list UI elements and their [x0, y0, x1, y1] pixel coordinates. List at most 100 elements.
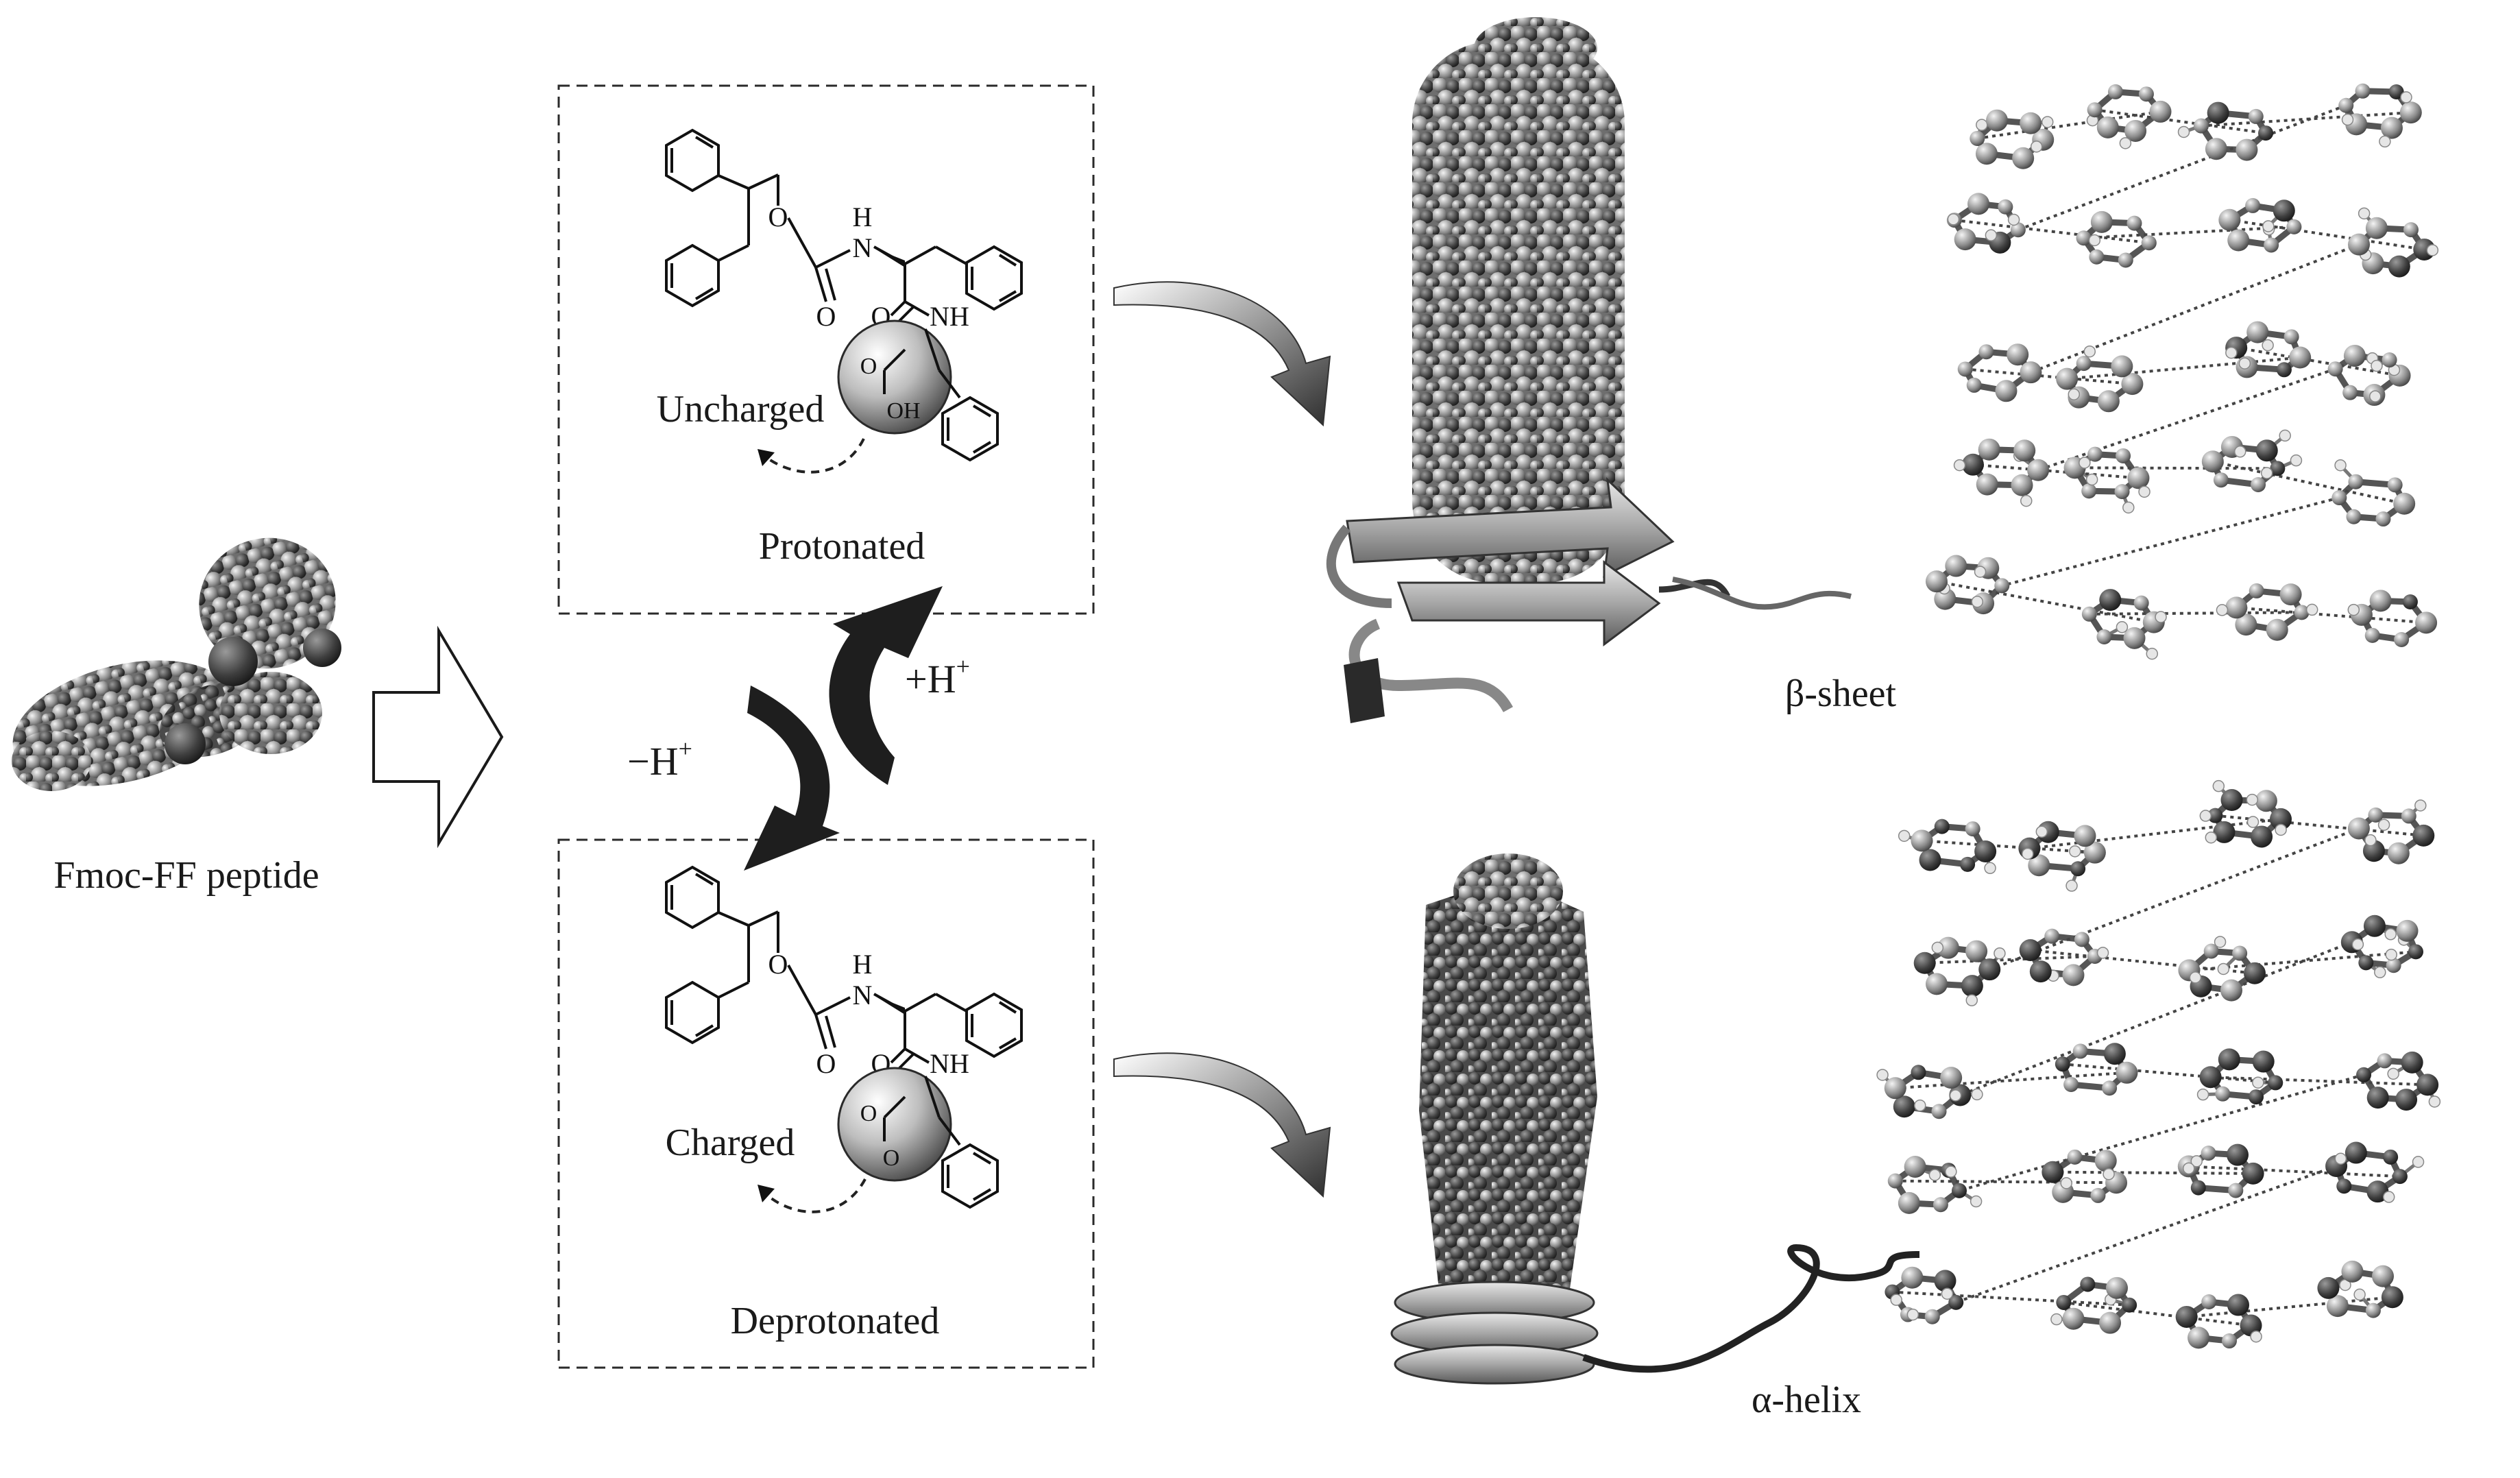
hydrogen-bond-line — [2066, 356, 2301, 380]
hydrogen-atom-sphere — [2177, 125, 2190, 138]
atom-sphere — [2246, 321, 2269, 343]
minus-h-label: −H+ — [627, 735, 692, 784]
hydrogen-atom-sphere — [1876, 1069, 1889, 1081]
hydrogen-bond-line — [2188, 1165, 2401, 1178]
hydrogen-atom-sphere — [2426, 244, 2439, 256]
hydrogen-atom-sphere — [2353, 1288, 2366, 1301]
atom-sphere — [2381, 1286, 2403, 1309]
atom-sphere — [2118, 252, 2133, 268]
deprotonated-structure — [665, 865, 1023, 1069]
hydrogen-atom-sphere — [2079, 457, 2091, 469]
hydrogen-atom-sphere — [2103, 1168, 2115, 1180]
hydrogen-atom-sphere — [2216, 604, 2229, 616]
atom-sphere — [1954, 228, 1976, 251]
hydrogen-atom-sphere — [2199, 810, 2212, 822]
atom-sphere — [1960, 856, 1976, 872]
atom-sphere — [2371, 1265, 2394, 1287]
carboxyl-bonds — [883, 328, 999, 462]
atom-sphere — [2366, 1087, 2389, 1109]
atom-h: H — [853, 949, 873, 980]
atom-sphere — [2377, 1053, 2392, 1069]
hydrogen-atom-sphere — [2233, 446, 2246, 458]
hydrogen-atom-sphere — [2190, 1155, 2203, 1167]
hydrogen-atom-sphere — [2214, 936, 2227, 948]
atom-sphere — [2416, 1074, 2439, 1096]
hydrogen-bond-line — [2236, 346, 2400, 377]
atom-sphere — [2121, 373, 2144, 396]
atom-sphere — [2116, 448, 2131, 463]
atom-sphere — [2236, 138, 2258, 161]
atom-sphere — [2083, 841, 2106, 864]
plus-h-label: +H+ — [905, 653, 970, 701]
atom-sphere — [2010, 222, 2026, 238]
hydrogen-atom-sphere — [2305, 603, 2318, 616]
atom-sphere — [2326, 1295, 2349, 1318]
hydrogen-bond-line — [1954, 219, 2150, 245]
atom-sphere — [2201, 450, 2224, 473]
atom-sphere — [2347, 817, 2370, 840]
atom-sphere — [1975, 143, 1998, 165]
arrowhead-icon — [758, 449, 775, 466]
atom-o: O — [816, 1048, 836, 1079]
atom-sphere — [2345, 1141, 2367, 1164]
hydrogen-atom-sphere — [2189, 971, 2202, 984]
atom-sphere — [2102, 1080, 2118, 1096]
atom-sphere — [2067, 1149, 2083, 1165]
atom-sphere — [2255, 790, 2277, 812]
hydrogen-atom-sphere — [2262, 220, 2275, 232]
atom-sphere — [1957, 361, 1973, 377]
atom-sphere — [2356, 1067, 2372, 1082]
atom-sphere — [2249, 1089, 2264, 1105]
atom-sphere — [2403, 222, 2419, 238]
atom-sphere — [2199, 1066, 2222, 1089]
atom-sphere — [2266, 618, 2288, 641]
hydrogen-atom-sphere — [1971, 595, 1984, 608]
hydrogen-bond-line — [2215, 814, 2424, 837]
atom-sphere — [2076, 356, 2092, 372]
hydrogen-atom-sphere — [2007, 213, 2020, 226]
deprotonated-box — [557, 838, 1095, 1369]
hydrogen-bond-line — [1924, 954, 2095, 965]
atom-sphere — [2201, 1146, 2216, 1161]
hydrogen-bond-line — [1955, 1165, 2337, 1304]
atom-sphere — [2090, 210, 2113, 233]
atom-sphere — [2097, 390, 2120, 413]
hydrogen-atom-sphere — [2246, 793, 2259, 806]
atom-sphere — [2205, 138, 2227, 160]
hydrogen-bond-line — [2018, 104, 2347, 232]
hydrogen-atom-sphere — [2428, 1095, 2441, 1108]
stereo-wedge-bond — [874, 248, 905, 267]
protonation-arrow — [829, 586, 943, 785]
atom-sphere — [2111, 355, 2133, 378]
atom-sphere — [2149, 100, 2172, 123]
atom-sphere — [2062, 1307, 2085, 1330]
hydrogen-atom-sphere — [1994, 947, 2006, 960]
hydrogen-bond-line — [2094, 108, 2266, 135]
atom-sphere — [1934, 819, 1950, 834]
hydrogen-atom-sphere — [2050, 1313, 2063, 1326]
atom-sphere — [2383, 1149, 2399, 1165]
carboxylate-group-highlight — [837, 1067, 952, 1182]
atom-sphere — [2331, 490, 2347, 506]
dashed-curved-arrow — [763, 1178, 867, 1213]
atom-sphere — [1911, 1065, 1926, 1080]
atom-sphere — [2213, 821, 2236, 843]
atom-sphere — [2336, 1178, 2352, 1194]
atom-sphere — [2286, 219, 2302, 234]
hydrogen-atom-sphere — [2122, 501, 2135, 514]
atom-sphere — [2393, 492, 2416, 515]
atom-sphere — [2227, 1143, 2249, 1166]
atom-sphere — [2387, 477, 2403, 493]
atom-n: N — [853, 980, 873, 1010]
hydrogen-atom-sphere — [2374, 966, 2386, 979]
hydrogen-atom-sphere — [2262, 339, 2274, 352]
hydrogen-atom-sphere — [2030, 141, 2043, 153]
atom-sphere — [1898, 1191, 1920, 1214]
atom-sphere — [1976, 473, 1998, 496]
atom-sphere — [1937, 936, 1959, 959]
hydrogen-atom-sphere — [1953, 459, 1966, 472]
atom-sphere — [2249, 583, 2264, 598]
atom-sphere — [2099, 589, 2122, 611]
atom-sphere — [2044, 928, 2060, 944]
